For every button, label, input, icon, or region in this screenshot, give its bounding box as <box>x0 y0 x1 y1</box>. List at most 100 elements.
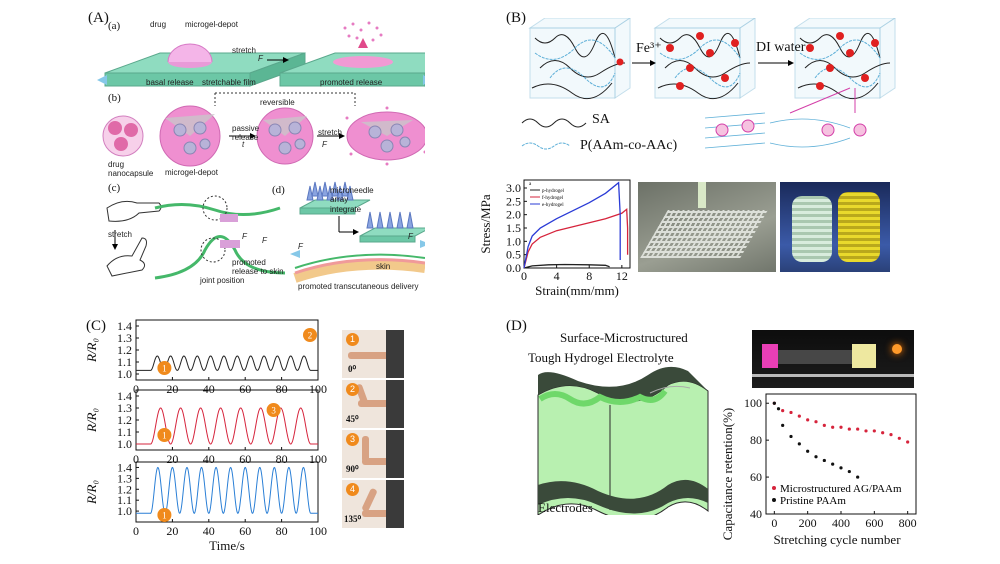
panel-a-sub-d: (d) <box>272 184 285 196</box>
chart-c-badge <box>303 328 317 342</box>
chart-d-point <box>814 420 818 424</box>
label-drug-nanocapsule: drug nanocapsule <box>108 160 154 178</box>
panel-d-title-1: Surface-Microstructured <box>560 330 688 345</box>
chart-d-point <box>847 427 851 431</box>
chart-b-xtick-label: 8 <box>586 269 592 283</box>
chart-b-legend-title: a <box>529 182 532 187</box>
chart-b-ytick-label: 2.5 <box>506 194 521 208</box>
chart-b-legend-label: e-hydrogel <box>542 203 564 208</box>
chart-c-ylabel: R/R₀ <box>84 480 99 505</box>
panel-a-sub-b: (b) <box>108 92 121 104</box>
label-promoted-to-skin: promoted release to skin <box>232 258 284 276</box>
chart-d-xtick-label: 800 <box>899 516 917 530</box>
chart-c-xtick-label: 0 <box>133 524 139 538</box>
chart-c-ytick-label: 1.1 <box>117 425 132 439</box>
label-di-water: DI water <box>756 40 806 55</box>
label-microgel-depot-b: microgel-depot <box>165 168 218 177</box>
chart-d-ytick-label: 100 <box>744 396 762 410</box>
angle-90: 90⁰ <box>346 464 359 474</box>
chart-d-point <box>831 425 835 429</box>
chart-b-ytick-label: 1.5 <box>506 221 521 235</box>
chart-d-point <box>781 409 785 413</box>
panel-d-letter: (D) <box>506 318 527 334</box>
chart-c-badge-label: 1 <box>162 511 167 521</box>
chart-d-legend-label: Microstructured AG/PAAm <box>780 483 902 495</box>
chart-c-xtick-label: 20 <box>166 524 178 538</box>
chart-d-point <box>776 407 781 411</box>
chart-c-ytick-label: 1.2 <box>117 413 132 427</box>
chart-c-ytick-label: 1.2 <box>117 482 132 496</box>
chart-d-point <box>864 429 868 433</box>
chart-d-point <box>822 458 826 463</box>
panel-c-letter: (C) <box>86 318 106 334</box>
label-skin: skin <box>376 262 391 271</box>
label-microneedle-array: microneedle array <box>330 186 374 204</box>
chart-b-xtick-label: 0 <box>521 269 527 283</box>
panel-b-network-schematic <box>521 18 896 150</box>
panel-a-schematic <box>97 21 425 283</box>
chart-c-ytick-label: 1.1 <box>117 493 132 507</box>
chart-c-ytick-label: 1.4 <box>117 389 132 403</box>
chart-c-ytick-label: 1.0 <box>117 437 132 451</box>
chart-b-ytick-label: 1.0 <box>506 234 521 248</box>
chart-d-xlabel: Stretching cycle number <box>773 532 901 547</box>
chart-b-frame <box>523 179 631 269</box>
chart-d-legend-swatch <box>772 498 776 502</box>
chart-c-xtick-label: 0 <box>133 452 139 466</box>
photo-badge-3: 3 <box>346 433 359 446</box>
label-fe3: Fe³⁺ <box>636 41 662 56</box>
chart-c-frame <box>135 461 319 523</box>
photo-badge-4: 4 <box>346 483 359 496</box>
chart-c-series-line <box>136 355 318 371</box>
chart-b-legend-label: f-hydrogel <box>542 196 564 201</box>
chart-d-point <box>847 469 851 474</box>
photo-badge-2: 2 <box>346 383 359 396</box>
chart-c-xtick-label: 60 <box>239 524 251 538</box>
chart-c-xtick-label: 60 <box>239 452 251 466</box>
chart-c-ytick-label: 1.3 <box>117 471 132 485</box>
chart-d-point <box>881 431 885 435</box>
label-stretch-c: stretch <box>108 230 133 239</box>
photo-arm-135 <box>342 480 404 528</box>
chart-b-ytick-label: 0.0 <box>506 261 521 275</box>
chart-c-ytick-label: 1.0 <box>117 504 132 518</box>
label-stretchable-film: stretchable film <box>202 78 256 87</box>
chart-c-xtick-label: 60 <box>239 382 251 396</box>
chart-b-ytick-label: 2.0 <box>506 208 521 222</box>
label-force-b: F <box>322 140 327 149</box>
hydrogel-electrolyte-diagram <box>537 366 709 515</box>
chart-c-xtick-label: 40 <box>203 524 215 538</box>
chart-d-legend-label: Pristine PAAm <box>780 495 846 507</box>
chart-d-point <box>781 423 785 427</box>
chart-b-legend-label: p-hydrogel <box>542 189 565 194</box>
chart-d-point <box>814 455 818 459</box>
chart-c-ytick-label: 1.1 <box>117 355 132 369</box>
chart-c-xtick-label: 80 <box>276 382 288 396</box>
chart-d-ytick-label: 80 <box>750 433 762 447</box>
chart-c-badge-label: 2 <box>308 331 313 341</box>
label-drug: drug <box>150 20 167 29</box>
chart-c-xtick-label: 80 <box>276 452 288 466</box>
chart-c-ytick-label: 1.0 <box>117 367 132 381</box>
label-time: t <box>242 140 245 149</box>
angle-0: 0⁰ <box>348 364 357 374</box>
chart-c-ytick-label: 1.4 <box>117 319 132 333</box>
label-transcutaneous: promoted transcutaneous delivery <box>298 282 419 291</box>
chart-c-badge <box>157 361 172 375</box>
label-stretch-a: stretch <box>232 46 257 55</box>
chart-d-point <box>822 423 826 427</box>
chart-c-ylabel: R/R₀ <box>84 338 99 363</box>
chart-c-xtick-label: 0 <box>133 382 139 396</box>
photo-3d-printed-grid <box>638 182 776 272</box>
chart-d-point <box>806 418 810 422</box>
chart-d-point <box>806 449 810 453</box>
angle-135: 135⁰ <box>344 514 362 524</box>
photo-stretch-device <box>752 330 914 388</box>
label-force-a: F <box>258 54 263 63</box>
photo-printed-cylinders <box>780 182 890 272</box>
chart-d-legend-swatch <box>772 486 776 490</box>
chart-d-ytick-label: 40 <box>750 507 762 521</box>
chart-d-point <box>797 442 801 446</box>
